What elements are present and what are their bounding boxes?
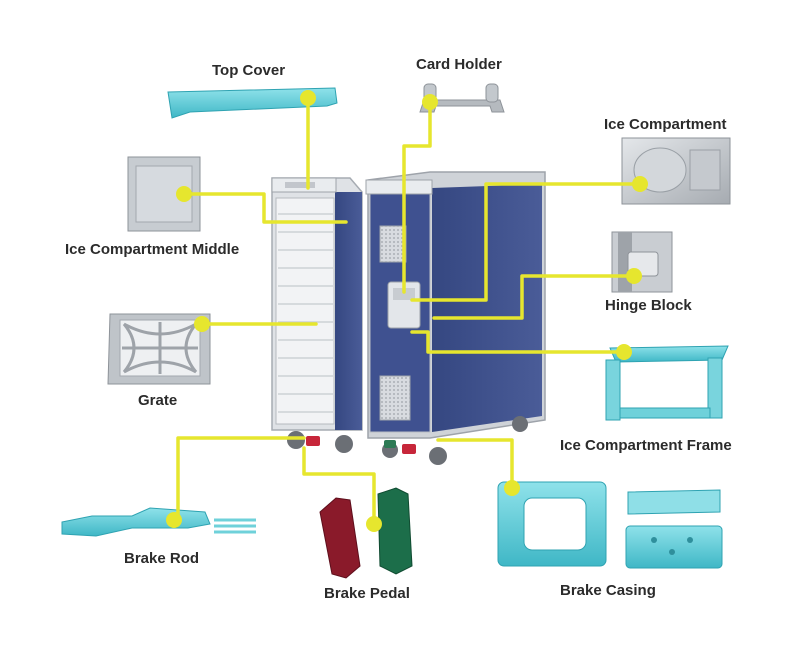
- label-brake-pedal: Brake Pedal: [324, 585, 410, 602]
- leader-endpoints: [166, 90, 648, 532]
- label-grate: Grate: [138, 392, 178, 409]
- label-card-holder: Card Holder: [416, 56, 502, 73]
- dot-brake-casing: [504, 480, 520, 496]
- trolley-wheels: [287, 416, 528, 465]
- leader-card-holder: [402, 100, 432, 294]
- dot-brake-pedal: [366, 516, 382, 532]
- ice-compartment-frame-part: [605, 345, 729, 421]
- closed-trolley: [365, 171, 546, 439]
- dot-card-holder: [422, 94, 438, 110]
- brake-rod-part: [61, 507, 256, 537]
- label-ice-compartment-middle: Ice Compartment Middle: [65, 241, 240, 258]
- dot-ice-compartment: [632, 176, 648, 192]
- dot-ice-frame: [616, 344, 632, 360]
- dot-top-cover: [300, 90, 316, 106]
- leader-brake-casing: [436, 438, 514, 490]
- hinge-block-part: [611, 231, 673, 293]
- leader-lines: [166, 90, 648, 532]
- leader-brake-pedal: [302, 446, 376, 526]
- trolley-illustration: [271, 171, 546, 465]
- label-brake-casing: Brake Casing: [560, 582, 656, 599]
- ice-compartment-part: [621, 137, 731, 205]
- brake-casing-part: [497, 481, 723, 569]
- top-cover-part: [167, 87, 338, 119]
- brake-pedal-part: [319, 487, 413, 579]
- dot-hinge-block: [626, 268, 642, 284]
- leader-brake-rod: [172, 436, 306, 522]
- label-top-cover: Top Cover: [212, 62, 286, 79]
- dot-brake-rod: [166, 512, 182, 528]
- open-trolley: [271, 177, 363, 431]
- leader-ice-middle: [182, 192, 348, 224]
- dot-ice-middle: [176, 186, 192, 202]
- leader-ice-frame: [410, 330, 626, 354]
- label-hinge-block: Hinge Block: [605, 297, 692, 314]
- label-brake-rod: Brake Rod: [124, 550, 200, 567]
- label-ice-compartment-frame: Ice Compartment Frame: [560, 437, 732, 454]
- label-ice-compartment: Ice Compartment: [604, 116, 727, 133]
- leader-ice-compartment: [410, 182, 642, 302]
- leader-hinge-block: [432, 274, 636, 320]
- grate-part: [107, 313, 211, 385]
- dot-grate: [194, 316, 210, 332]
